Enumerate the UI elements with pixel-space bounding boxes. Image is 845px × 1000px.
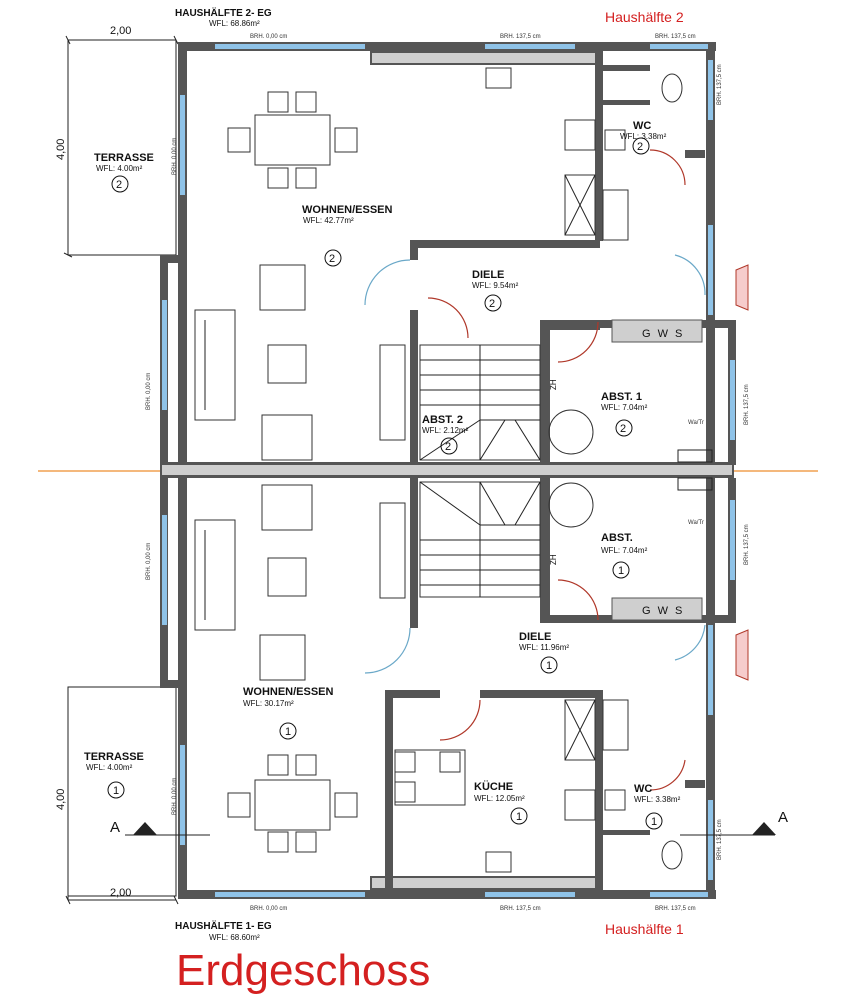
terrasse1-name: TERRASSE <box>84 751 144 763</box>
dim-width-bottom: 2,00 <box>110 887 131 899</box>
abst2-area: WFL: 2.12m² <box>422 426 469 435</box>
doors <box>364 149 706 791</box>
zh-bottom-label: ZH <box>549 554 558 565</box>
wohnen2-name: WOHNEN/ESSEN <box>302 204 393 216</box>
brh-top-2: BRH. 137,5 cm <box>500 34 541 40</box>
wc2-name: WC <box>633 120 651 132</box>
watr-bottom-label: Wa/Tr <box>688 520 704 526</box>
interior-walls-top <box>370 51 706 465</box>
abst1-area: WFL: 7.04m² <box>601 403 648 412</box>
abst1-name: ABST. 1 <box>601 391 642 403</box>
house2-tag: Haushälfte 2 <box>605 9 684 25</box>
wc1-area: WFL: 3.38m² <box>634 795 681 804</box>
diele1-name: DIELE <box>519 631 551 643</box>
section-markers <box>125 822 776 836</box>
diele2-num: 2 <box>489 298 495 310</box>
brh-bottom-3: BRH. 137,5 cm <box>655 906 696 912</box>
wc2-num: 2 <box>637 141 643 153</box>
abst2-num: 2 <box>445 441 451 453</box>
kueche-num: 1 <box>516 811 522 823</box>
wohnen2-area: WFL: 42.77m² <box>303 216 354 225</box>
brh-right-1: BRH. 137,5 cm <box>717 64 723 105</box>
living-furniture-bottom <box>194 484 406 681</box>
house2-name: HAUSHÄLFTE 2- EG <box>175 6 272 19</box>
terrace-bottom <box>67 686 177 897</box>
brh-left-3: BRH. 0,00 cm <box>146 543 152 580</box>
interior-walls-bottom <box>370 478 706 890</box>
abst-area: WFL: 7.04m² <box>601 546 648 555</box>
dim-depth-top: 4,00 <box>55 139 67 160</box>
stairs-bottom <box>419 481 541 598</box>
kitchen-items-bottom <box>394 482 683 873</box>
watr-top-label: Wa/Tr <box>688 420 704 426</box>
dining-table-bottom <box>227 754 358 853</box>
terrasse2-name: TERRASSE <box>94 152 154 164</box>
stairs-top <box>419 344 541 461</box>
page-title: Erdgeschoss <box>176 946 430 995</box>
brh-right-3: BRH. 137,5 cm <box>744 524 750 565</box>
dim-depth-bottom: 4,00 <box>55 789 67 810</box>
terrasse1-area: WFL: 4.00m² <box>86 763 133 772</box>
brh-left-1: BRH. 0,00 cm <box>172 138 178 175</box>
dim-width-top: 2,00 <box>110 25 131 37</box>
terrasse2-num: 2 <box>116 179 122 191</box>
diele1-area: WFL: 11.96m² <box>519 643 569 652</box>
wohnen1-area: WFL: 30.17m² <box>243 699 294 708</box>
kitchen-items-top <box>485 67 683 455</box>
diele2-name: DIELE <box>472 269 504 281</box>
entrance-canopies <box>735 264 749 681</box>
wc1-name: WC <box>634 783 652 795</box>
dim-terrace-bottom <box>65 687 179 905</box>
abst2-name: ABST. 2 <box>422 414 463 426</box>
brh-right-4: BRH. 137,5 cm <box>717 819 723 860</box>
abst1-num: 2 <box>620 423 626 435</box>
wohnen1-name: WOHNEN/ESSEN <box>243 686 334 698</box>
house1-name: HAUSHÄLFTE 1- EG <box>175 919 272 932</box>
brh-top-1: BRH. 0,00 cm <box>250 34 287 40</box>
diele1-num: 1 <box>546 660 552 672</box>
dining-table-top <box>227 91 358 189</box>
brh-left-2: BRH. 0,00 cm <box>146 373 152 410</box>
wc2-area: WFL: 3.38m² <box>620 132 667 141</box>
house2-area: WFL: 68.86m² <box>209 19 260 28</box>
zh-top-label: ZH <box>549 379 558 390</box>
outer-walls <box>160 42 734 899</box>
terrace-top <box>67 39 177 256</box>
brh-bottom-2: BRH. 137,5 cm <box>500 906 541 912</box>
brh-left-4: BRH. 0,00 cm <box>172 778 178 815</box>
diele2-area: WFL: 9.54m² <box>472 281 519 290</box>
abst-name: ABST. <box>601 532 633 544</box>
abst-num: 1 <box>618 565 624 577</box>
kueche-name: KÜCHE <box>474 780 513 793</box>
terrasse2-area: WFL: 4.00m² <box>96 164 143 173</box>
brh-top-3: BRH. 137,5 cm <box>655 34 696 40</box>
dim-terrace-top <box>63 35 179 258</box>
house1-tag: Haushälfte 1 <box>605 921 684 937</box>
windows <box>162 44 735 897</box>
section-a-right: A <box>778 809 788 826</box>
brh-bottom-1: BRH. 0,00 cm <box>250 906 287 912</box>
kueche-area: WFL: 12.05m² <box>474 794 525 803</box>
terrasse1-num: 1 <box>113 785 119 797</box>
gws-bottom-label: G W S <box>642 605 684 617</box>
section-a-left: A <box>110 819 120 836</box>
gws-top-label: G W S <box>642 328 684 340</box>
wohnen2-num: 2 <box>329 253 335 265</box>
living-furniture-top <box>194 264 406 461</box>
wohnen1-num: 1 <box>285 726 291 738</box>
brh-right-2: BRH. 137,5 cm <box>744 384 750 425</box>
house1-area: WFL: 68.60m² <box>209 933 260 942</box>
wc1-num: 1 <box>651 816 657 828</box>
